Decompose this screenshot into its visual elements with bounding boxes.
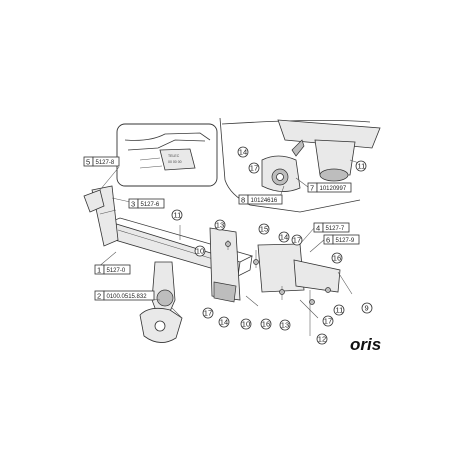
part-label-7: 7 10120997	[307, 182, 352, 193]
callout-17-c: 17	[202, 307, 214, 319]
callout-12: 12	[316, 333, 328, 345]
svg-text:10: 10	[242, 320, 250, 329]
callout-14-a: 14	[237, 146, 249, 158]
part-number-8: 8	[241, 196, 245, 205]
part-code-7: 10120997	[320, 186, 347, 192]
part-code-6: 5127-9	[336, 238, 355, 244]
callout-13-b: 13	[279, 319, 291, 331]
part-label-5: 5 5127-8	[83, 156, 120, 167]
callout-13-a: 13	[214, 219, 226, 231]
callout-17-d: 17	[322, 315, 334, 327]
svg-text:10: 10	[196, 247, 204, 256]
callout-15: 15	[258, 223, 270, 235]
part-label-6: 6 5127-9	[323, 234, 360, 245]
svg-text:13: 13	[216, 221, 224, 230]
part-number-4: 4	[316, 224, 320, 233]
callout-11-a: 11	[171, 209, 183, 221]
svg-text:9: 9	[365, 304, 369, 313]
part-label-2: 2 0100.0515.832	[94, 290, 155, 301]
svg-text:14: 14	[280, 233, 288, 242]
ball-mount	[139, 261, 183, 343]
svg-text:11: 11	[336, 306, 344, 315]
bracket-left	[209, 227, 241, 303]
callout-14-c: 14	[218, 316, 230, 328]
svg-text:17: 17	[250, 164, 258, 173]
svg-text:17: 17	[204, 309, 212, 318]
callout-17-a: 17	[248, 162, 260, 174]
brand-logo: oris	[350, 335, 381, 354]
part-code-1: 5127-0	[107, 268, 126, 274]
callout-10-a: 10	[194, 245, 206, 257]
part-code-4: 5127-7	[326, 226, 345, 232]
detail-inset-right	[219, 117, 381, 213]
part-number-6: 6	[326, 236, 330, 245]
svg-text:11: 11	[174, 211, 182, 220]
svg-text:14: 14	[220, 318, 228, 327]
svg-text:13: 13	[281, 321, 289, 330]
inset-label-line-1: TELEC	[168, 154, 180, 158]
part-code-5: 5127-8	[96, 160, 115, 166]
callout-16-a: 16	[331, 252, 343, 264]
callout-10-b: 10	[240, 318, 252, 330]
callout-17-b: 17	[291, 234, 303, 246]
fasteners	[179, 225, 353, 336]
callout-11-b: 11	[355, 160, 367, 172]
svg-text:17: 17	[324, 317, 332, 326]
callout-9: 9	[361, 302, 373, 314]
part-label-8: 8 10124616	[238, 194, 283, 205]
bracket-right	[257, 243, 341, 293]
detail-inset-left: TELEC 00 00 00	[116, 123, 218, 187]
svg-text:17: 17	[293, 236, 301, 245]
part-number-7: 7	[310, 184, 314, 193]
part-code-8: 10124616	[251, 198, 278, 204]
part-label-4: 4 5127-7	[313, 222, 350, 233]
svg-text:16: 16	[333, 254, 341, 263]
part-code-3: 5127-6	[141, 202, 160, 208]
part-number-3: 3	[131, 200, 135, 209]
svg-text:15: 15	[260, 225, 268, 234]
part-number-5: 5	[86, 158, 90, 167]
part-number-2: 2	[97, 292, 101, 301]
svg-text:11: 11	[358, 162, 366, 171]
svg-text:12: 12	[318, 335, 326, 344]
part-label-1: 1 5127-0	[94, 264, 131, 275]
inset-label-line-2: 00 00 00	[168, 160, 182, 164]
part-label-3: 3 5127-6	[128, 198, 165, 209]
callout-14-b: 14	[278, 231, 290, 243]
part-number-1: 1	[97, 266, 101, 275]
svg-text:16: 16	[262, 320, 270, 329]
part-code-2: 0100.0515.832	[107, 294, 148, 300]
callout-11-c: 11	[333, 304, 345, 316]
svg-text:14: 14	[239, 148, 247, 157]
callout-16-b: 16	[260, 318, 272, 330]
